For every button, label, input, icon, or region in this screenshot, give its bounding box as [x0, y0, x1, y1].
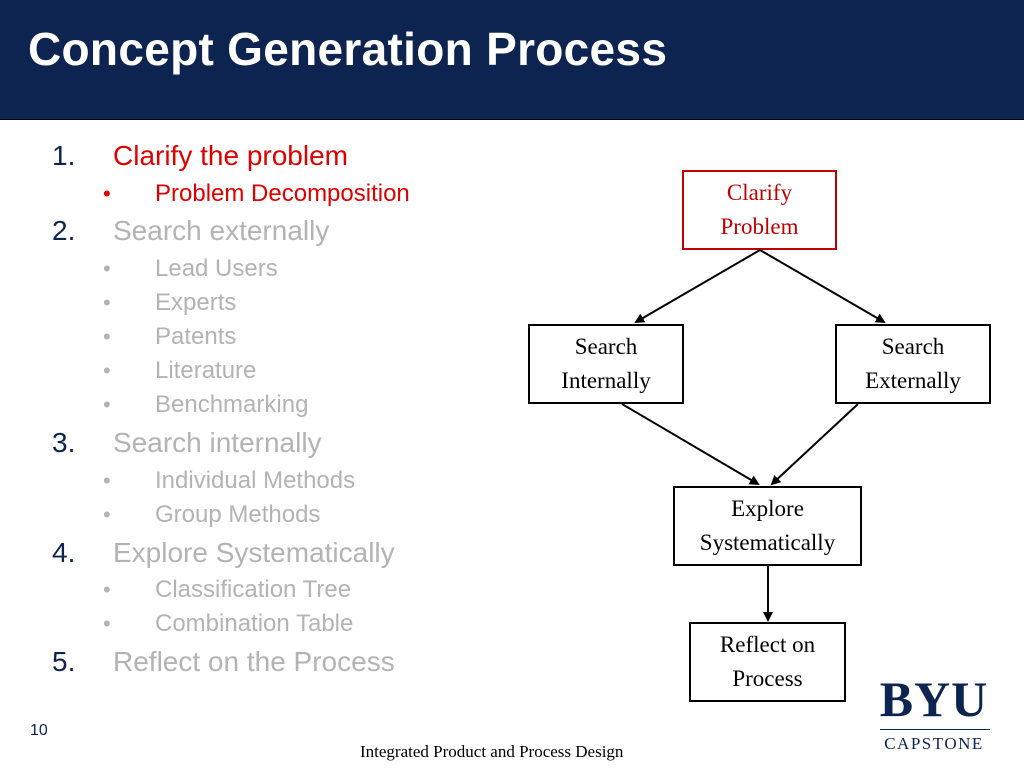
slide-number: 10	[30, 722, 48, 739]
step-label: Search internally	[113, 427, 322, 458]
node-line: Process	[732, 666, 803, 691]
step-number: 1.	[52, 140, 76, 171]
logo-divider	[880, 729, 990, 730]
arrow-external-to-explore	[770, 403, 859, 486]
step-number: 3.	[52, 427, 76, 458]
substep-label: Patents	[155, 323, 237, 350]
logo-wordmark: BYU	[879, 671, 989, 727]
node-explore-systematically: Explore Systematically	[673, 486, 862, 566]
substep-label: Individual Methods	[155, 467, 356, 494]
node-line: Problem	[720, 214, 799, 239]
bullet-icon: •	[103, 358, 111, 383]
node-reflect-on-process: Reflect on Process	[689, 622, 846, 702]
page-title: Concept Generation Process	[28, 23, 668, 75]
step-label: Search externally	[113, 215, 330, 246]
substep-label: Experts	[155, 289, 237, 316]
title-bar: Concept Generation Process	[0, 0, 1024, 120]
node-search-internally: Search Internally	[528, 324, 684, 404]
substep-label: Literature	[155, 357, 257, 384]
node-line: Search	[574, 334, 638, 359]
process-outline: 1. Clarify the problem • Problem Decompo…	[0, 0, 500, 720]
footer-text: Integrated Product and Process Design	[360, 742, 624, 761]
bullet-icon: •	[103, 324, 111, 349]
arrow-clarify-to-internal	[634, 249, 761, 324]
node-line: Internally	[561, 368, 651, 393]
bullet-icon: •	[103, 392, 111, 417]
substep-label: Problem Decomposition	[155, 180, 410, 207]
step-number: 2.	[52, 215, 76, 246]
step-label: Clarify the problem	[113, 140, 348, 171]
step-label: Reflect on the Process	[113, 646, 395, 677]
node-line: Systematically	[699, 530, 836, 555]
node-line: Reflect on	[719, 632, 816, 657]
bullet-icon: •	[103, 611, 111, 636]
arrow-internal-to-explore	[621, 403, 760, 486]
node-search-externally: Search Externally	[835, 324, 991, 404]
node-line: Search	[881, 334, 945, 359]
step-number: 4.	[52, 537, 76, 568]
step-label: Explore Systematically	[113, 537, 395, 568]
bullet-icon: •	[103, 468, 111, 493]
node-line: Clarify	[726, 180, 793, 205]
bullet-icon: •	[103, 502, 111, 527]
byu-capstone-logo: BYU CAPSTONE	[866, 674, 1002, 764]
bullet-icon: •	[103, 181, 111, 206]
step-number: 5.	[52, 646, 76, 677]
substep-label: Group Methods	[155, 501, 321, 528]
node-line: Externally	[865, 368, 961, 393]
bullet-icon: •	[103, 256, 111, 281]
substep-label: Benchmarking	[155, 391, 309, 418]
node-line: Explore	[731, 496, 804, 521]
logo-subtitle: CAPSTONE	[884, 734, 984, 753]
substep-label: Combination Table	[155, 610, 354, 637]
arrow-clarify-to-external	[759, 249, 886, 324]
bullet-icon: •	[103, 290, 111, 315]
bullet-icon: •	[103, 577, 111, 602]
node-clarify-problem: Clarify Problem	[682, 170, 837, 250]
substep-label: Lead Users	[155, 255, 278, 282]
substep-label: Classification Tree	[155, 576, 352, 603]
